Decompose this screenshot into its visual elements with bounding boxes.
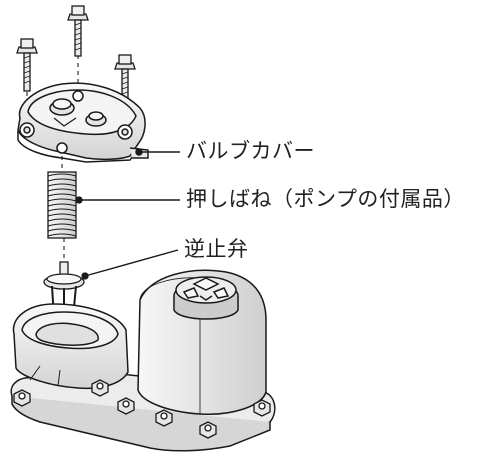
check-valve-label: 逆止弁 [184,237,249,261]
pump-body-part [10,269,276,452]
screw-top-center [67,5,89,57]
push-spring-label: 押しばね（ポンプの付属品） [186,187,465,211]
leader-lines [79,151,180,277]
screw-left [16,38,38,92]
leader-check-valve [84,249,179,277]
valve-cover-part [17,82,149,163]
push-spring-part [47,171,83,239]
valve-cover-label: バルブカバー [186,139,315,163]
